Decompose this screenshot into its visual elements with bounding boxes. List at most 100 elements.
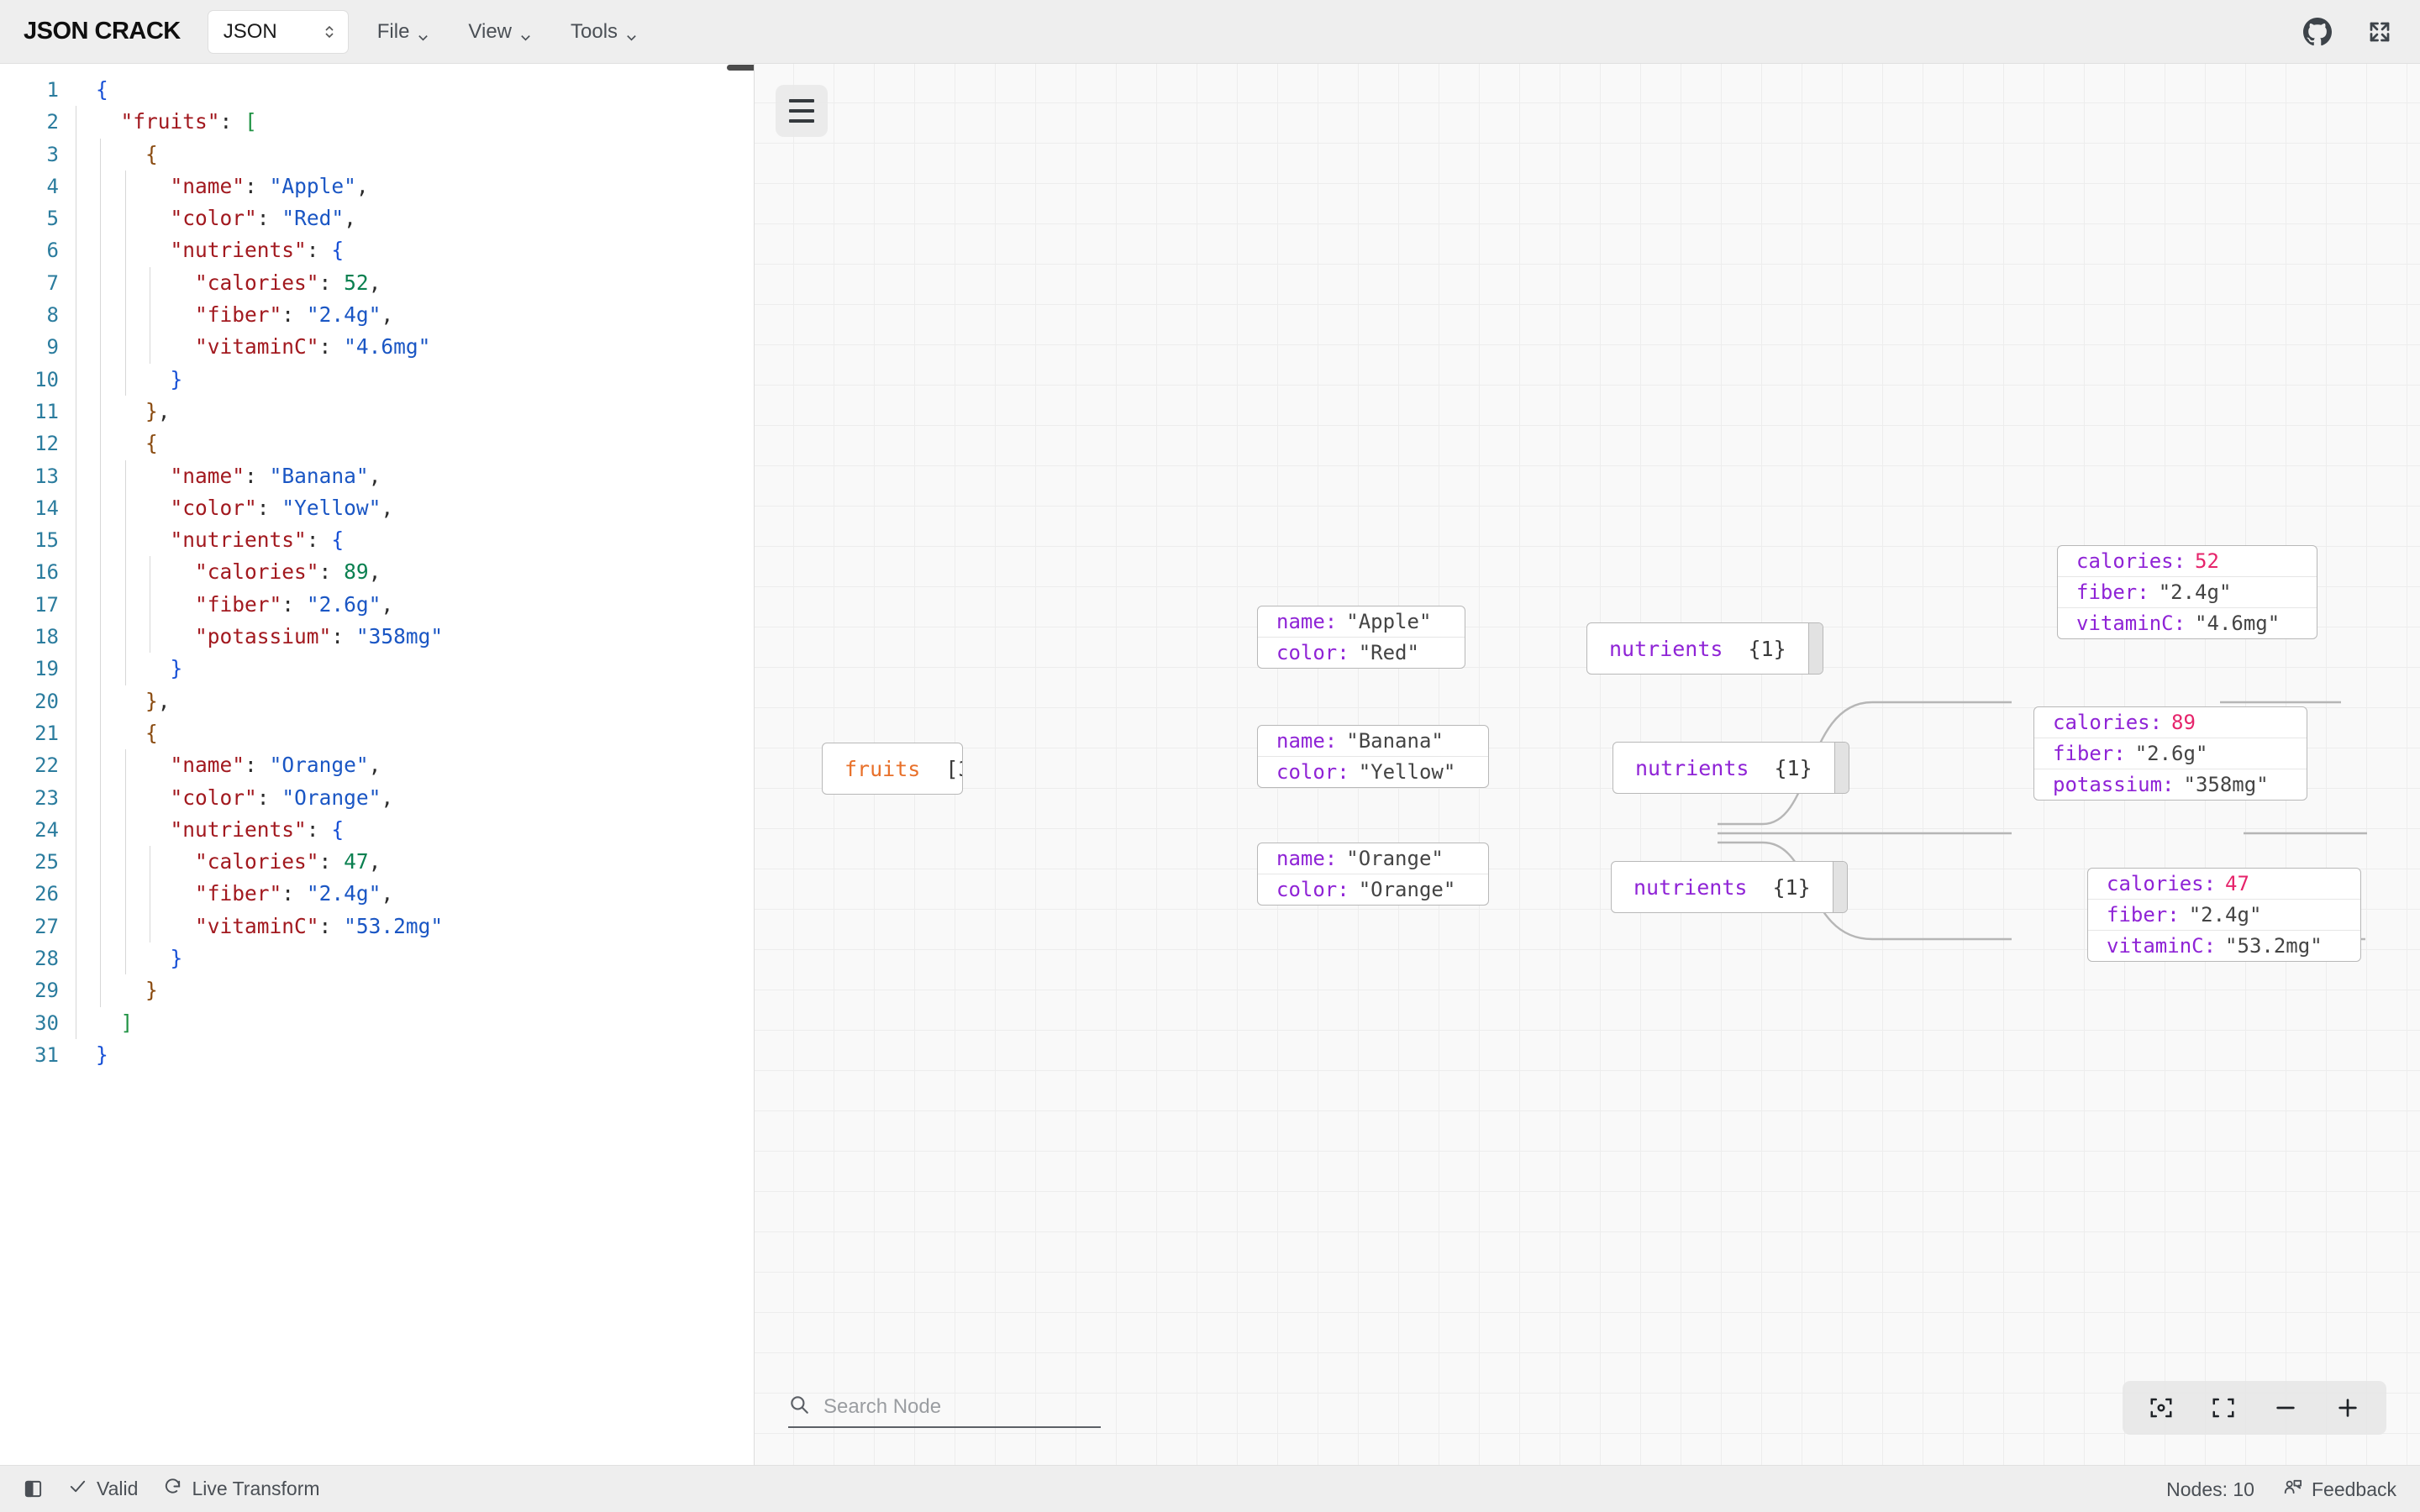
code-text[interactable]: "name": "Apple", bbox=[74, 170, 369, 203]
status-valid[interactable]: Valid bbox=[68, 1477, 138, 1501]
code-text[interactable]: } bbox=[74, 942, 182, 975]
code-text[interactable]: "nutrients": { bbox=[74, 813, 344, 847]
code-text[interactable]: "vitaminC": "53.2mg" bbox=[74, 910, 443, 943]
token-key: "nutrients" bbox=[170, 528, 307, 553]
code-text[interactable]: "color": "Yellow", bbox=[74, 491, 393, 525]
fit-screen-icon[interactable] bbox=[2196, 1386, 2250, 1430]
code-line[interactable]: 21 { bbox=[0, 717, 754, 750]
code-line[interactable]: 4 "name": "Apple", bbox=[0, 170, 754, 203]
code-line[interactable]: 20 }, bbox=[0, 685, 754, 717]
graph-node-n-orange[interactable]: nutrients{1} bbox=[1611, 861, 1848, 913]
code-line[interactable]: 11 }, bbox=[0, 395, 754, 428]
panel-toggle-icon[interactable] bbox=[24, 1479, 43, 1499]
graph-node-n-banana[interactable]: nutrients{1} bbox=[1612, 742, 1849, 794]
code-text[interactable]: "calories": 89, bbox=[74, 556, 381, 589]
code-line[interactable]: 23 "color": "Orange", bbox=[0, 781, 754, 814]
property-key: calories bbox=[2076, 549, 2174, 573]
code-line[interactable]: 15 "nutrients": { bbox=[0, 524, 754, 557]
code-line[interactable]: 8 "fiber": "2.4g", bbox=[0, 299, 754, 332]
code-line[interactable]: 27 "vitaminC": "53.2mg" bbox=[0, 910, 754, 943]
code-line[interactable]: 3 { bbox=[0, 138, 754, 171]
graph-node-apple[interactable]: name:"Apple"color:"Red" bbox=[1257, 606, 1465, 669]
graph-canvas-pane[interactable]: fruits[3] name:"Apple"color:"Red" name:"Ba… bbox=[755, 64, 2420, 1465]
code-text[interactable]: "calories": 47, bbox=[74, 846, 381, 879]
feedback-button[interactable]: Feedback bbox=[2283, 1478, 2396, 1502]
code-line[interactable]: 26 "fiber": "2.4g", bbox=[0, 878, 754, 911]
graph-node-banana[interactable]: name:"Banana"color:"Yellow" bbox=[1257, 725, 1489, 788]
code-line[interactable]: 22 "name": "Orange", bbox=[0, 749, 754, 782]
code-line[interactable]: 28 } bbox=[0, 942, 754, 975]
json-editor-pane[interactable]: 1{2 "fruits": [3 {4 "name": "Apple",5 "c… bbox=[0, 64, 755, 1465]
code-text[interactable]: "fiber": "2.4g", bbox=[74, 878, 393, 911]
search-node-container[interactable] bbox=[788, 1394, 1101, 1428]
code-line[interactable]: 25 "calories": 47, bbox=[0, 846, 754, 879]
code-text[interactable]: } bbox=[74, 974, 158, 1007]
code-line[interactable]: 19 } bbox=[0, 653, 754, 685]
fullscreen-expand-icon[interactable] bbox=[2361, 13, 2398, 50]
code-line[interactable]: 6 "nutrients": { bbox=[0, 234, 754, 267]
link-icon[interactable] bbox=[1833, 743, 1849, 793]
json-editor-code[interactable]: 1{2 "fruits": [3 {4 "name": "Apple",5 "c… bbox=[0, 64, 754, 1465]
focus-center-icon[interactable] bbox=[2134, 1386, 2188, 1430]
code-line[interactable]: 30 ] bbox=[0, 1006, 754, 1039]
code-line[interactable]: 12 { bbox=[0, 428, 754, 460]
code-text[interactable]: { bbox=[74, 74, 108, 106]
code-line[interactable]: 17 "fiber": "2.6g", bbox=[0, 588, 754, 622]
plus-icon[interactable] bbox=[2321, 1386, 2375, 1430]
code-text[interactable]: "color": "Red", bbox=[74, 202, 356, 235]
code-text[interactable]: "vitaminC": "4.6mg" bbox=[74, 331, 430, 364]
code-text[interactable]: "fiber": "2.4g", bbox=[74, 299, 393, 332]
format-select[interactable]: JSON bbox=[207, 9, 349, 54]
code-text[interactable]: { bbox=[74, 717, 158, 750]
code-line[interactable]: 10 } bbox=[0, 363, 754, 396]
search-input[interactable] bbox=[823, 1394, 1101, 1419]
link-icon[interactable] bbox=[1807, 623, 1823, 674]
code-text[interactable]: "potassium": "358mg" bbox=[74, 621, 443, 654]
editor-horizontal-scrollbar[interactable] bbox=[0, 64, 754, 71]
code-text[interactable]: ] bbox=[74, 1006, 133, 1039]
code-line[interactable]: 18 "potassium": "358mg" bbox=[0, 621, 754, 654]
link-icon[interactable] bbox=[1832, 862, 1847, 912]
code-text[interactable]: }, bbox=[74, 395, 171, 428]
menu-tools[interactable]: Tools bbox=[571, 20, 636, 44]
code-text[interactable]: } bbox=[74, 653, 182, 685]
code-text[interactable]: }, bbox=[74, 685, 171, 717]
scrollbar-thumb[interactable] bbox=[727, 65, 754, 71]
code-text[interactable]: { bbox=[74, 428, 158, 460]
graph-node-root[interactable]: fruits[3] bbox=[822, 743, 963, 795]
code-text[interactable]: { bbox=[74, 138, 158, 171]
code-line[interactable]: 14 "color": "Yellow", bbox=[0, 491, 754, 525]
code-text[interactable]: "name": "Banana", bbox=[74, 459, 381, 492]
graph-node-n-apple[interactable]: nutrients{1} bbox=[1586, 622, 1823, 675]
code-text[interactable]: "name": "Orange", bbox=[74, 749, 381, 782]
github-icon[interactable] bbox=[2299, 13, 2336, 50]
code-line[interactable]: 2 "fruits": [ bbox=[0, 106, 754, 139]
code-line[interactable]: 5 "color": "Red", bbox=[0, 202, 754, 235]
status-live-transform[interactable]: Live Transform bbox=[163, 1477, 320, 1501]
code-line[interactable]: 1{ bbox=[0, 74, 754, 106]
code-text[interactable]: } bbox=[74, 1039, 108, 1071]
graph-node-orange[interactable]: name:"Orange"color:"Orange" bbox=[1257, 843, 1489, 906]
code-line[interactable]: 31} bbox=[0, 1039, 754, 1071]
code-text[interactable]: } bbox=[74, 363, 182, 396]
code-text[interactable]: "fiber": "2.6g", bbox=[74, 588, 393, 622]
code-text[interactable]: "fruits": [ bbox=[74, 106, 257, 139]
code-line[interactable]: 16 "calories": 89, bbox=[0, 556, 754, 589]
app-logo[interactable]: JSON CRACK bbox=[24, 18, 181, 45]
code-text[interactable]: "nutrients": { bbox=[74, 234, 344, 267]
menu-file[interactable]: File bbox=[377, 20, 429, 44]
code-line[interactable]: 7 "calories": 52, bbox=[0, 266, 754, 300]
hamburger-menu-icon[interactable] bbox=[776, 85, 828, 137]
code-line[interactable]: 29 } bbox=[0, 974, 754, 1007]
code-text[interactable]: "color": "Orange", bbox=[74, 781, 393, 814]
code-text[interactable]: "calories": 52, bbox=[74, 266, 381, 300]
menu-view[interactable]: View bbox=[468, 20, 530, 44]
code-line[interactable]: 24 "nutrients": { bbox=[0, 813, 754, 847]
code-text[interactable]: "nutrients": { bbox=[74, 524, 344, 557]
minus-icon[interactable] bbox=[2259, 1386, 2312, 1430]
code-line[interactable]: 9 "vitaminC": "4.6mg" bbox=[0, 331, 754, 364]
code-line[interactable]: 13 "name": "Banana", bbox=[0, 459, 754, 492]
